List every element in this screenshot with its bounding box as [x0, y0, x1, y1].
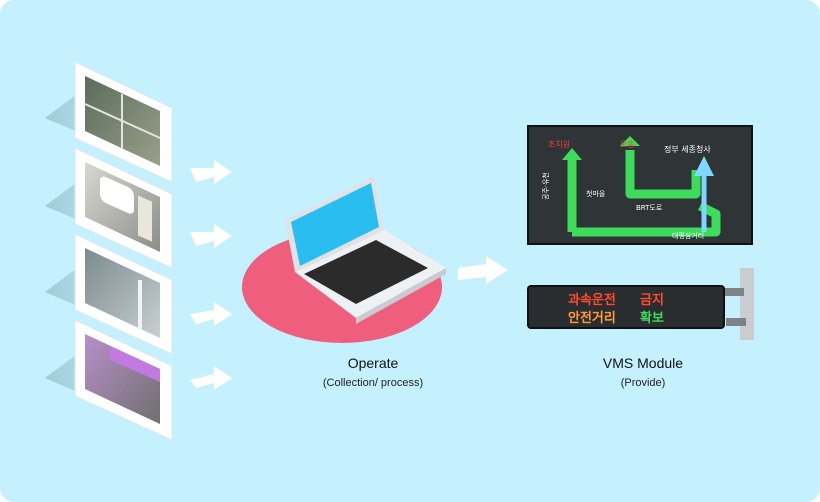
operate-label: Operate (Collection/ process): [298, 355, 448, 389]
sign-label-brt: BRT도로: [636, 204, 663, 212]
input-thumbnail-2: [45, 147, 173, 269]
vms-sign-top: 조치원 오송 정부 세종청사 첫마을 BRT도로 대평삼거리 공주·유천: [527, 125, 753, 245]
highway-overlay-thumbnail-icon: [85, 334, 160, 424]
vms-subtitle: (Provide): [620, 377, 666, 389]
sign-pole: [740, 268, 754, 340]
sign-label-daepyeong: 대평삼거리: [672, 231, 704, 240]
input-thumbnail-4: [45, 319, 173, 441]
input-arrow-3-icon: [190, 302, 232, 326]
sign-label-sejong: 정부 세종청사: [664, 144, 711, 154]
sign-label-osong: 오송: [620, 140, 635, 149]
sign-label-cheotmaeul: 첫마을: [586, 189, 606, 198]
sign-text-speeding: 과속운전: [568, 292, 616, 308]
vms-title: VMS Module: [602, 355, 684, 371]
laptop-keyboard: [304, 240, 428, 304]
input-thumbnail-1: [45, 61, 173, 183]
operate-title: Operate: [347, 355, 399, 371]
input-thumbnail-3: [45, 233, 173, 355]
output-arrow-icon: [458, 256, 508, 284]
sign-text-safe-distance: 안전거리: [568, 310, 616, 326]
sign-label-gongju: 공주·유천: [541, 172, 550, 200]
sign-text-prohibited: 금지: [640, 293, 664, 308]
input-arrow-4-icon: [190, 366, 232, 390]
laptop-trackpad: [372, 288, 404, 305]
vms-label: VMS Module (Provide): [568, 355, 718, 389]
sign-label-jochiwon: 조치원: [548, 140, 570, 149]
operate-hub: [242, 176, 446, 343]
vms-sign-bottom: 과속운전 금지 안전거리 확보: [527, 268, 754, 340]
laptop-icon: [285, 176, 446, 324]
input-arrow-1-icon: [190, 160, 232, 184]
sign-text-secure: 확보: [640, 310, 664, 326]
input-arrow-2-icon: [190, 224, 232, 248]
operate-subtitle: (Collection/ process): [322, 377, 424, 389]
sign-banner: [527, 285, 725, 329]
laptop-screen: [291, 183, 379, 266]
